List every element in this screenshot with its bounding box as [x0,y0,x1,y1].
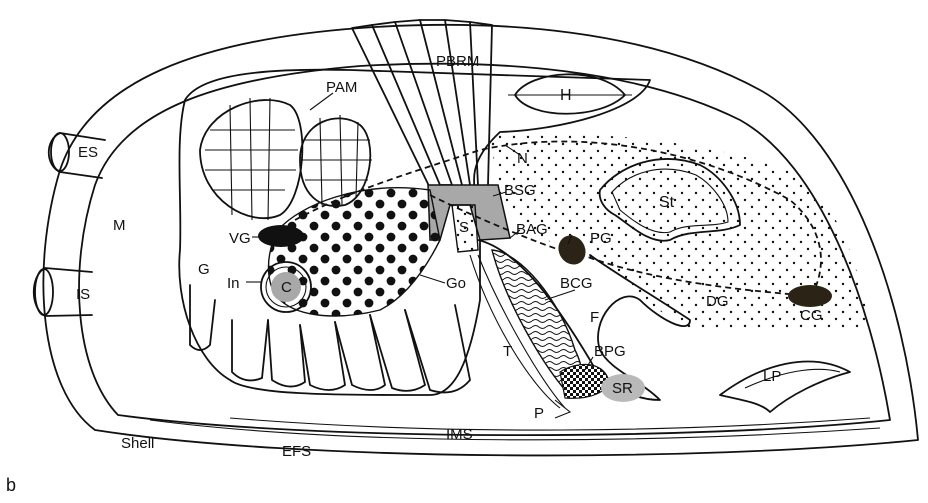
label-shell: Shell [121,435,154,452]
label-m: M [113,217,126,234]
figure-letter: b [6,475,16,495]
label-is: IS [76,286,90,303]
label-p: P [534,405,544,422]
visceral-ganglion [258,225,304,247]
label-pbrm: PBRM [436,53,479,70]
label-bcg: BCG [560,275,593,292]
label-g: G [198,261,210,278]
cerebral-ganglion [788,285,832,307]
byssal-pit-gland [560,364,608,398]
label-h: H [560,87,572,104]
label-es: ES [78,144,98,161]
label-in: In [227,275,240,292]
label-t: T [503,343,512,360]
exhalant-siphon-opening [51,133,69,171]
label-s: S [459,219,469,236]
label-go: Go [446,275,466,292]
label-pg: PG [590,230,612,247]
byssal-plaque [555,400,570,418]
label-ims: IMS [446,426,473,443]
label-bpg: BPG [594,343,626,360]
label-bsg: BSG [504,182,536,199]
label-st: St [659,194,675,211]
labial-palps [720,362,850,412]
label-f: F [590,309,599,326]
label-c: C [281,279,292,296]
label-pam: PAM [326,79,357,96]
label-n: N [517,150,528,167]
label-lp: LP [763,368,781,385]
label-bag: BAG [516,221,548,238]
label-cg: CG [800,307,823,324]
label-vg: VG [229,230,251,247]
label-dg: DG [706,293,729,310]
posterior-byssal-retractor-muscle [352,20,492,188]
label-sr: SR [612,380,633,397]
label-efs: EFS [282,443,311,460]
